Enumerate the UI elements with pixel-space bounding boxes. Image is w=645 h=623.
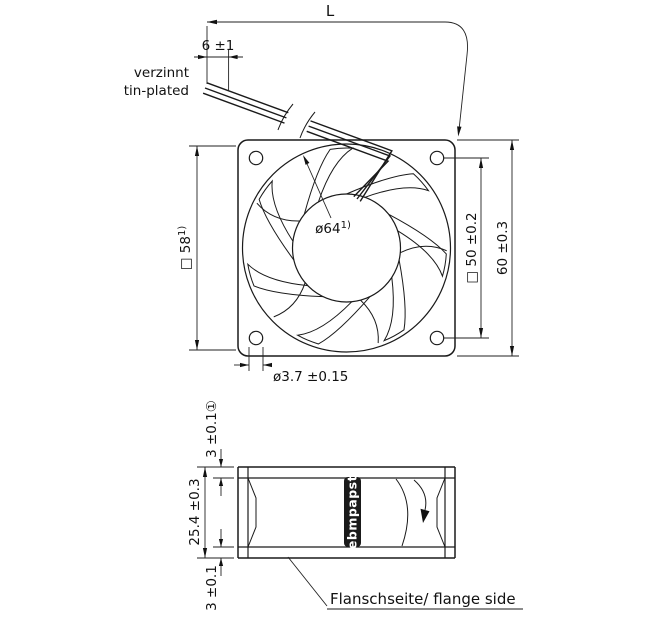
hub-circle	[291, 193, 402, 303]
brand-logo-badge	[344, 477, 361, 547]
mounting-hole-bottom-left	[248, 330, 264, 346]
note-tinned-en: tin-plated	[124, 83, 189, 99]
note-tinned-de: verzinnt	[134, 65, 189, 81]
mounting-hole-top-left	[248, 150, 264, 166]
dim-outer-size-label: 60 ±0.3	[495, 221, 511, 275]
dim-hole-dia-label: ø3.7 ±0.15	[273, 369, 348, 385]
dim-frame-square-label: □ 581)	[177, 226, 194, 271]
wire-2	[204, 87, 392, 200]
side-view-dimensions	[197, 449, 523, 610]
venturi-profile-right	[436, 477, 446, 548]
dim-wire-length-label: L	[326, 2, 335, 20]
flange-side-label: Flanschseite/ flange side	[330, 590, 516, 608]
leader-line-bore	[303, 156, 332, 219]
wire-break-mark-left	[277, 103, 294, 131]
mounting-hole-top-right	[429, 150, 445, 166]
mounting-hole-bottom-right	[429, 330, 445, 346]
venturi-circle	[241, 143, 452, 353]
dim-tinned-length-label: 6 ±1	[202, 38, 235, 54]
front-view-dimensions	[189, 19, 519, 371]
fan-housing-outline	[237, 139, 456, 357]
airflow-arrow-tail	[413, 479, 427, 511]
dim-line-L	[207, 21, 468, 131]
wire-1	[202, 92, 390, 198]
front-view	[237, 137, 457, 357]
dim-flange-top-label: 3 ±0.1①	[204, 400, 220, 458]
dim-bore-label: ø641)	[315, 220, 351, 237]
airflow-arrow-icon	[420, 508, 430, 523]
dimension-arrowheads-side	[202, 459, 224, 566]
side-view: ebmpapst	[237, 466, 456, 559]
wire-break-mark-right	[299, 111, 316, 139]
dimension-arrowheads-front	[194, 19, 515, 368]
dim-hole-spacing-label: □ 50 ±0.2	[464, 212, 480, 283]
drawing-labels: L 6 ±1 verzinnt tin-plated □ 581) ø641) …	[124, 2, 516, 611]
venturi-profile-left	[247, 477, 257, 548]
lead-wires	[202, 82, 393, 202]
dim-depth-label: 25.4 ±0.3	[187, 478, 203, 545]
dim-flange-bottom-label: 3 ±0.1	[204, 565, 220, 611]
leader-line-flange-side	[287, 556, 328, 607]
wire-3	[206, 82, 393, 202]
blade-silhouette	[395, 478, 409, 547]
brand-logo-text: ebmpapst	[345, 475, 360, 549]
